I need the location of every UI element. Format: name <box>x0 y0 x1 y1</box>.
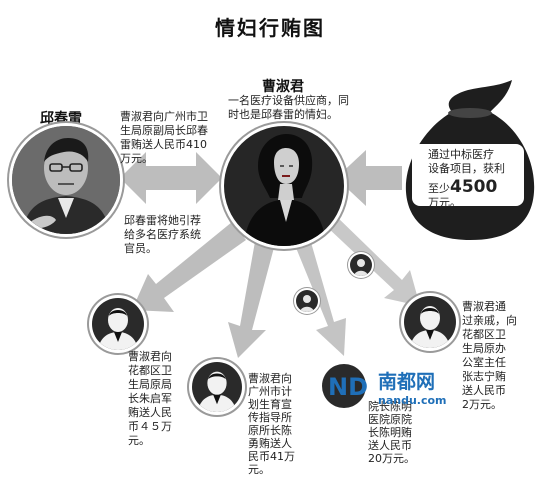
bag-amount-line: 至少4500 <box>428 177 498 197</box>
zhu-line: 贿送人民 <box>128 406 172 419</box>
zhu-line: 币４５万 <box>128 420 172 433</box>
zhi-line: 送人民币 <box>462 384 506 397</box>
bribe-to-qiu-line1: 曹淑君向广州市卫 <box>120 110 208 123</box>
official-zhu-avatar <box>92 298 144 350</box>
left-person-name: 邱春雷 <box>40 111 82 127</box>
chen-yong-line: 广州市计 <box>248 385 292 398</box>
chen-ming-line: 20万元。 <box>368 452 415 465</box>
double-arrow-qiu-cao <box>120 152 222 204</box>
logo-brand: 南都网 <box>378 371 435 393</box>
zhu-line: 长朱启军 <box>128 392 172 405</box>
man-silhouette-icon <box>410 306 450 348</box>
recommend-line1: 邱春雷将她引荐 <box>124 214 201 227</box>
zhi-line: 花都区卫 <box>462 328 506 341</box>
zhu-line: 花都区卫 <box>128 364 172 377</box>
chen-ming-line: 医院原院 <box>368 413 412 426</box>
zhu-line: 元。 <box>128 434 150 447</box>
zhi-line: 张志宁贿 <box>462 370 506 383</box>
bag-line2: 设备项目，获利 <box>428 162 505 175</box>
woman-silhouette-icon <box>244 134 326 246</box>
logo-nd: ND <box>328 373 368 401</box>
center-person-name: 曹淑君 <box>262 79 304 95</box>
arrow-bag-to-cao <box>336 150 402 206</box>
arrow-to-chen-ming <box>292 232 346 356</box>
diagram-title: 情妇行贿图 <box>215 16 325 40</box>
chen-yong-line: 原所长陈 <box>248 424 292 437</box>
recommend-line3: 官员。 <box>124 242 157 255</box>
center-person-avatar <box>224 126 344 246</box>
man-silhouette-icon <box>197 371 237 412</box>
zhi-line: 生局原办 <box>462 342 506 355</box>
bribe-to-qiu-line2: 生局原副局长邱春 <box>120 124 208 137</box>
zhi-line: 过亲戚，向 <box>462 314 517 327</box>
center-desc-line1: 一名医疗设备供应商，同 <box>228 94 349 107</box>
chen-yong-line: 传指导所 <box>248 411 292 424</box>
official-zhi-avatar <box>404 296 456 348</box>
recommend-line2: 给多名医疗系统 <box>124 228 201 241</box>
chen-yong-line: 民币41万 <box>248 450 295 463</box>
person-icon <box>300 295 314 312</box>
chen-yong-line: 划生育宣 <box>248 398 292 411</box>
zhu-line: 曹淑君向 <box>128 350 172 363</box>
arrow-to-chen-yong <box>228 236 276 358</box>
zhi-line: 2万元。 <box>462 398 502 411</box>
zhu-line: 生局原局 <box>128 378 172 391</box>
chen-yong-line: 元。 <box>248 463 270 476</box>
left-person-photo <box>12 126 120 234</box>
man-silhouette-icon <box>98 308 138 350</box>
bag-amount: 4500 <box>450 177 498 197</box>
center-desc-line2: 时也是邱春雷的情妇。 <box>228 108 338 121</box>
zhi-line: 公室主任 <box>462 356 506 369</box>
chen-ming-line: 长陈明贿 <box>368 426 412 439</box>
small-avatar-1 <box>350 254 372 276</box>
chen-ming-line: 院长陈明 <box>368 400 412 413</box>
bribe-to-qiu-line3: 雷贿送人民币410 <box>120 138 207 151</box>
bag-suffix: 万元。 <box>428 196 461 209</box>
arrow-to-zhi <box>326 214 420 306</box>
chen-yong-line: 曹淑君向 <box>248 372 292 385</box>
man-photo-icon <box>12 126 120 234</box>
official-chen-yong-avatar <box>192 362 242 412</box>
bribe-to-qiu-line4: 万元。 <box>120 152 153 165</box>
chen-ming-line: 送人民币 <box>368 439 412 452</box>
person-icon <box>354 259 368 276</box>
bag-prefix: 至少 <box>428 182 450 195</box>
nandu-logo-icon: ND 南都网 nandu.com <box>322 364 447 408</box>
arrow-to-zhu <box>132 222 246 312</box>
logo-url: nandu.com <box>378 394 447 407</box>
nandu-watermark: ND 南都网 nandu.com <box>322 362 472 414</box>
small-avatar-2 <box>296 290 318 312</box>
bag-line1: 通过中标医疗 <box>428 148 494 161</box>
chen-yong-line: 勇贿送人 <box>248 437 292 450</box>
money-bag <box>405 80 535 240</box>
zhi-line: 曹淑君通 <box>462 300 506 313</box>
